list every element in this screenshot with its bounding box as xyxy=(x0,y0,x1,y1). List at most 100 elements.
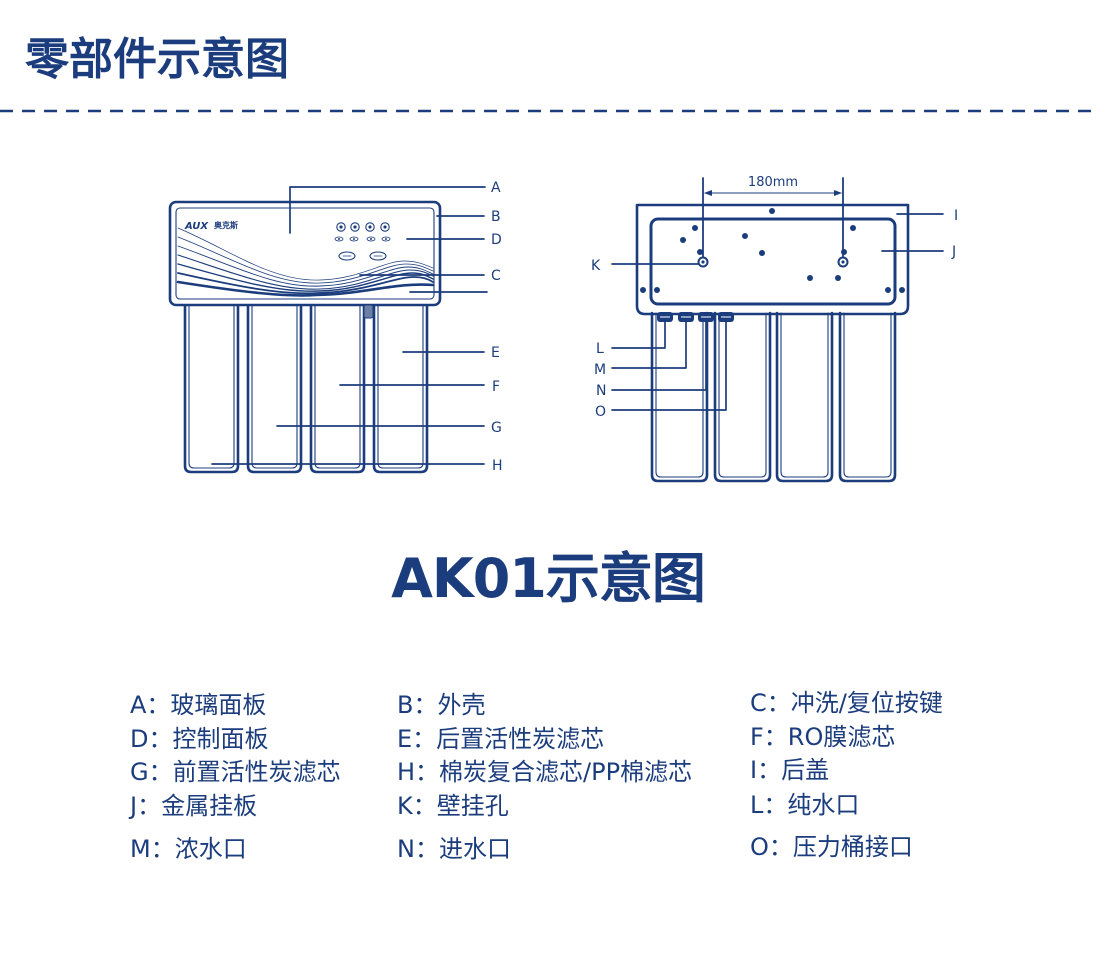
legend-item-d: D：控制面板 xyxy=(130,725,269,753)
front-filter-canister-4 xyxy=(372,304,429,474)
glass-panel xyxy=(175,207,435,300)
mounting-dot xyxy=(640,287,646,293)
status-indicator xyxy=(366,236,376,242)
legend-item-b: B：外壳 xyxy=(397,691,486,719)
front-filter-canister-3 xyxy=(309,304,366,474)
status-indicator xyxy=(349,236,359,242)
status-indicator-dot xyxy=(353,238,355,240)
control-button-center xyxy=(353,225,357,229)
front-filter-canister-1 xyxy=(183,304,240,474)
status-indicator xyxy=(381,236,391,242)
label-g: G xyxy=(491,420,502,436)
control-button-3 xyxy=(365,222,375,232)
dimension-text: 180mm xyxy=(748,175,798,190)
canister-inner-line xyxy=(251,305,298,469)
model-title: AK01示意图 xyxy=(391,547,706,610)
label-m: M xyxy=(594,362,606,378)
legend-item-g: G：前置活性炭滤芯 xyxy=(130,758,341,786)
front-view: AUX 奥克斯 xyxy=(168,180,503,474)
mounting-dot xyxy=(807,275,813,281)
metal-mounting-plate xyxy=(649,217,897,306)
wave-line xyxy=(177,254,434,290)
label-f: F xyxy=(492,379,500,395)
canister-inner-line xyxy=(314,305,361,469)
label-b: B xyxy=(491,209,501,225)
wall-mount-hole-right-center xyxy=(841,260,845,264)
control-button-1 xyxy=(336,222,346,232)
front-labels: A B D C E F G H xyxy=(491,180,503,474)
label-j: J xyxy=(951,244,956,260)
leader-line-m xyxy=(611,321,687,369)
dimension-180: 180mm xyxy=(702,175,844,258)
label-n: N xyxy=(596,383,606,399)
canister-outline xyxy=(713,311,772,483)
back-cover xyxy=(635,203,910,316)
leader-line-o xyxy=(611,321,727,411)
mounting-dot xyxy=(697,249,703,255)
canister-outline xyxy=(650,311,709,483)
legend-item-f: F：RO膜滤芯 xyxy=(750,723,896,751)
canister-outline xyxy=(309,304,366,474)
dimension-arrow-right xyxy=(834,190,842,196)
leader-line-l xyxy=(611,321,666,349)
mounting-dot xyxy=(742,233,748,239)
back-view: 180mm xyxy=(591,175,958,483)
wave-decoration xyxy=(176,227,435,297)
label-o: O xyxy=(595,404,606,420)
mounting-dot xyxy=(899,287,905,293)
control-button-2 xyxy=(350,222,360,232)
legend-item-i: I：后盖 xyxy=(750,756,830,784)
front-filter-canister-2 xyxy=(246,304,303,474)
legend-item-l: L：纯水口 xyxy=(750,791,860,819)
brand-logo-cn: 奥克斯 xyxy=(213,220,238,230)
canister-inner-line xyxy=(780,312,829,478)
canister-inner-line xyxy=(718,312,767,478)
control-button-center xyxy=(383,225,387,229)
legend-item-c: C：冲洗/复位按键 xyxy=(750,689,943,717)
leader-line-n xyxy=(611,321,707,391)
page-title: 零部件示意图 xyxy=(25,34,289,85)
front-leader-lines xyxy=(211,186,488,465)
brand-logo: AUX xyxy=(184,221,209,232)
canister-outline xyxy=(183,304,240,474)
mounting-dots xyxy=(640,208,905,293)
canister-outline xyxy=(775,311,834,483)
wave-line xyxy=(176,280,435,297)
mounting-dot xyxy=(680,237,686,243)
wall-mount-holes xyxy=(697,256,849,268)
back-filter-canister-4 xyxy=(838,311,897,483)
status-indicator-dot xyxy=(338,238,340,240)
canister-outline xyxy=(372,304,429,474)
control-button-center xyxy=(339,225,343,229)
wave-line xyxy=(177,272,434,295)
parts-diagram: AUX 奥克斯 xyxy=(168,175,958,483)
canister-outline xyxy=(838,311,897,483)
legend-item-a: A：玻璃面板 xyxy=(130,691,267,719)
canister-inner-line xyxy=(377,305,424,469)
mounting-dot xyxy=(769,208,775,214)
label-a: A xyxy=(491,180,501,196)
label-h: H xyxy=(492,458,503,474)
back-labels: I J K L M N O xyxy=(591,208,958,420)
label-i: I xyxy=(954,208,958,224)
section-divider xyxy=(0,109,1100,113)
canister-inner-line xyxy=(843,312,892,478)
reset-button xyxy=(369,251,387,261)
back-filter-canister-3 xyxy=(775,311,834,483)
wall-mount-hole-left-center xyxy=(701,260,705,264)
canister-outline xyxy=(246,304,303,474)
legend-item-h: H：棉炭复合滤芯/PP棉滤芯 xyxy=(397,758,693,786)
status-indicator xyxy=(334,236,344,242)
status-indicator-dot xyxy=(370,238,372,240)
label-l: L xyxy=(596,341,604,357)
control-button-center xyxy=(368,225,372,229)
mounting-dot xyxy=(835,275,841,281)
legend-item-o: O：压力桶接口 xyxy=(750,833,913,861)
label-c: C xyxy=(491,268,501,284)
back-filter-canister-1 xyxy=(650,311,709,483)
control-panel xyxy=(334,222,391,261)
status-indicator-dot xyxy=(385,238,387,240)
legend-item-j: J：金属挂板 xyxy=(130,792,258,820)
housing-outer-shell xyxy=(168,200,442,307)
